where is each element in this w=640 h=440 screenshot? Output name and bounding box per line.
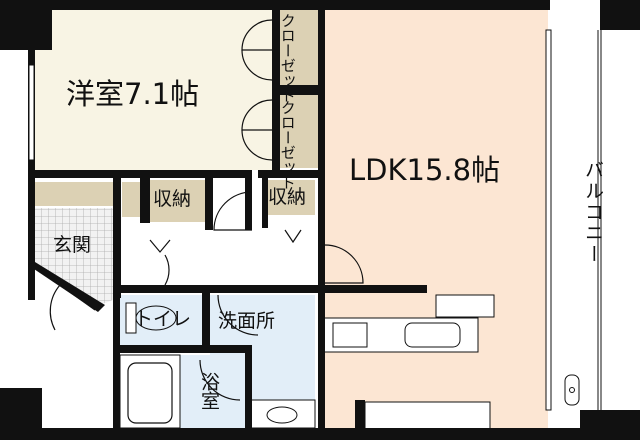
storage-2-label: 収納 <box>268 186 307 208</box>
closet-1-area <box>280 10 318 85</box>
closet-2-label: クローゼット <box>278 100 297 190</box>
stove <box>404 322 461 348</box>
washroom-label: 洗面所 <box>218 310 276 332</box>
balcony-outline <box>564 30 602 410</box>
balcony-label: バルコニー <box>581 160 604 265</box>
toilet-bowl <box>135 305 177 331</box>
shoe-cabinet <box>35 182 113 206</box>
western-room-label: 洋室7.1帖 <box>66 77 200 111</box>
range-hood <box>435 294 495 318</box>
bathroom-label: 浴室 <box>197 372 220 410</box>
closet-1-label: クローゼット <box>278 13 297 103</box>
storage-1-label: 収納 <box>153 188 192 210</box>
bathtub <box>127 362 173 424</box>
sink <box>332 322 368 348</box>
bath-area <box>180 355 245 428</box>
washbasin <box>266 406 298 424</box>
ldk-label: LDK15.8帖 <box>349 153 501 187</box>
storage-1-area <box>150 180 205 222</box>
closet-2-area <box>280 95 318 168</box>
western-room-area <box>33 10 280 170</box>
entrance-label: 玄関 <box>53 234 92 256</box>
small-cabinet <box>122 182 140 217</box>
storage-2-area <box>268 180 315 215</box>
toilet-label: トイレ <box>134 308 192 330</box>
entrance-area <box>35 208 113 305</box>
hallway-area <box>115 225 320 285</box>
ldk-area <box>322 10 548 430</box>
windows <box>28 29 552 411</box>
ldk-cabinet <box>364 401 491 431</box>
doors <box>49 19 364 401</box>
